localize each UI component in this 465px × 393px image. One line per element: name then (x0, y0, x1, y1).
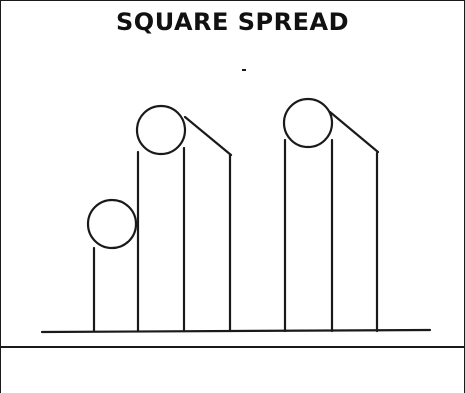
stray-mark (242, 69, 246, 71)
diagram-title: SQUARE SPREAD (116, 8, 349, 36)
ring-right-top (282, 97, 334, 149)
bottom-divider (0, 346, 465, 348)
slant-left (183, 115, 233, 157)
ring-left-top (135, 104, 187, 156)
ring-left-small (86, 198, 138, 250)
slant-right (328, 110, 380, 154)
ground-line (40, 328, 432, 334)
